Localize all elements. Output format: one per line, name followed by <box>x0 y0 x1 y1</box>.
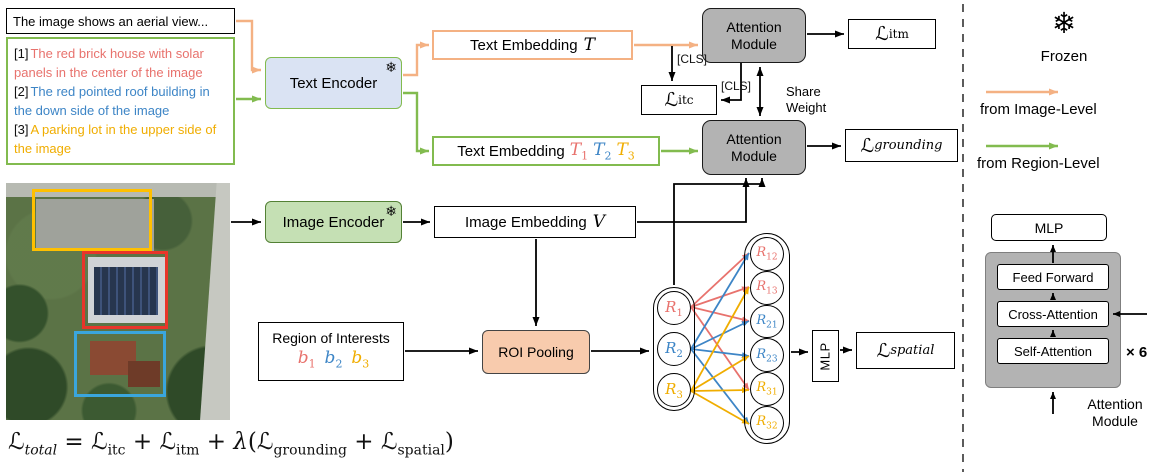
text-embedding-label: Text Embedding <box>470 36 578 54</box>
legend-attention-module-label: Attention Module <box>1087 396 1143 429</box>
symbol-b3: b3 <box>351 348 370 371</box>
image-encoder-box: Image Encoder ❄ <box>265 201 402 243</box>
caption-text: The red pointed roof building in the dow… <box>14 84 210 118</box>
region-feature-R1: R1 <box>657 291 691 325</box>
symbol-b1: b1 <box>297 348 316 371</box>
loss-symbol: ℒ <box>664 89 679 111</box>
cls-token-label: [CLS] <box>677 52 708 66</box>
roi-tokens: b1 b2 b3 <box>293 348 369 374</box>
parking-lot-shape <box>36 199 154 251</box>
region-caption-2: [2]The red pointed roof building in the … <box>14 82 227 120</box>
region-caption-1: [1]The red brick house with solar panels… <box>14 44 227 82</box>
pair-R21: R21 <box>750 304 784 339</box>
text-embedding-label: Text Embedding <box>457 142 565 160</box>
cross-attention-box: Cross-Attention <box>997 301 1109 327</box>
caption-tag: [1] <box>14 46 29 61</box>
cls-token-label: [CLS] <box>721 79 752 93</box>
snowflake-icon: ❄ <box>385 59 397 75</box>
region-feature-R2: R2 <box>657 332 691 366</box>
caption-text: A parking lot in the upper side of the i… <box>14 122 217 156</box>
pair-R12: R12 <box>750 237 784 271</box>
bbox-red <box>82 251 168 329</box>
image-caption-text: The image shows an aerial view... <box>13 13 209 29</box>
legend-frozen-label: Frozen <box>1040 48 1088 65</box>
text-encoder-label: Text Encoder <box>289 74 378 92</box>
image-caption-box: The image shows an aerial view... <box>6 8 235 34</box>
region-pairs-group: R12 R13 R21 R23 R31 R32 <box>744 233 790 444</box>
loss-symbol: ℒ <box>860 134 875 157</box>
attention-module-bottom: Attention Module <box>702 120 806 175</box>
total-loss-formula: ℒtotal = ℒitc + ℒitm + λ(ℒgrounding + ℒs… <box>8 429 454 459</box>
loss-symbol: ℒ <box>876 339 891 362</box>
pair-R23: R23 <box>750 338 784 373</box>
attention-label: Module <box>731 147 777 164</box>
feed-forward-box: Feed Forward <box>997 264 1109 290</box>
attention-module-top: Attention Module <box>702 8 806 63</box>
symbol-V: V <box>592 212 606 232</box>
snowflake-icon: ❄ <box>385 203 397 219</box>
roi-pooling-label: ROI Pooling <box>498 344 574 360</box>
text-embedding-box: Text Embedding T <box>432 30 633 60</box>
region-text-embedding-box: Text Embedding T1 T2 T3 <box>432 136 660 166</box>
symbol-b2: b2 <box>324 348 343 371</box>
symbol-T: T <box>583 35 595 55</box>
region-of-interests-box: Region of Interests b1 b2 b3 <box>258 322 404 381</box>
roi-pooling-box: ROI Pooling <box>482 330 590 374</box>
roi-title: Region of Interests <box>272 330 390 347</box>
road-shape <box>198 183 230 420</box>
mlp-box: MLP <box>812 330 839 382</box>
region-features-group: R1 R2 R3 <box>653 287 695 411</box>
text-encoder-box: Text Encoder ❄ <box>265 57 402 109</box>
symbol-T3: T3 <box>616 139 635 163</box>
pair-R31: R31 <box>750 372 784 407</box>
region-captions-box: [1]The red brick house with solar panels… <box>6 37 235 165</box>
image-embedding-box: Image Embedding V <box>434 206 636 238</box>
pair-R32: R32 <box>750 406 784 440</box>
repeat-times-label: × 6 <box>1126 344 1148 361</box>
legend-mlp-box: MLP <box>991 214 1107 241</box>
snowflake-icon: ❄ <box>1051 8 1077 40</box>
symbol-T2: T2 <box>593 139 612 163</box>
aerial-photo <box>6 183 230 420</box>
image-encoder-label: Image Encoder <box>282 213 385 231</box>
image-embedding-label: Image Embedding <box>464 213 587 231</box>
attention-label: Attention <box>726 130 782 147</box>
house-shape <box>128 361 160 387</box>
legend-image-level-label: from Image-Level <box>980 101 1097 118</box>
share-weight-label: Share Weight <box>786 84 827 115</box>
attention-label: Module <box>731 35 777 52</box>
bbox-blue <box>74 331 166 397</box>
region-caption-3: [3]A parking lot in the upper side of th… <box>14 120 227 158</box>
mlp-label: MLP <box>1034 219 1064 236</box>
caption-tag: [3] <box>14 122 29 137</box>
mlp-label: MLP <box>818 341 834 371</box>
legend-region-level-label: from Region-Level <box>977 155 1100 172</box>
attention-label: Attention <box>726 18 782 35</box>
symbol-T1: T1 <box>569 139 589 163</box>
self-attention-box: Self-Attention <box>997 338 1109 364</box>
feed-forward-label: Feed Forward <box>1012 269 1094 285</box>
bbox-yellow <box>32 189 152 251</box>
cross-attention-label: Cross-Attention <box>1008 306 1098 322</box>
caption-tag: [2] <box>14 84 29 99</box>
self-attention-label: Self-Attention <box>1013 343 1093 359</box>
loss-symbol: ℒ <box>875 23 889 45</box>
region-feature-R3: R3 <box>657 373 691 407</box>
caption-text: The red brick house with solar panels in… <box>14 46 204 80</box>
solar-panel-shape <box>94 267 158 315</box>
pair-R13: R13 <box>750 270 784 305</box>
